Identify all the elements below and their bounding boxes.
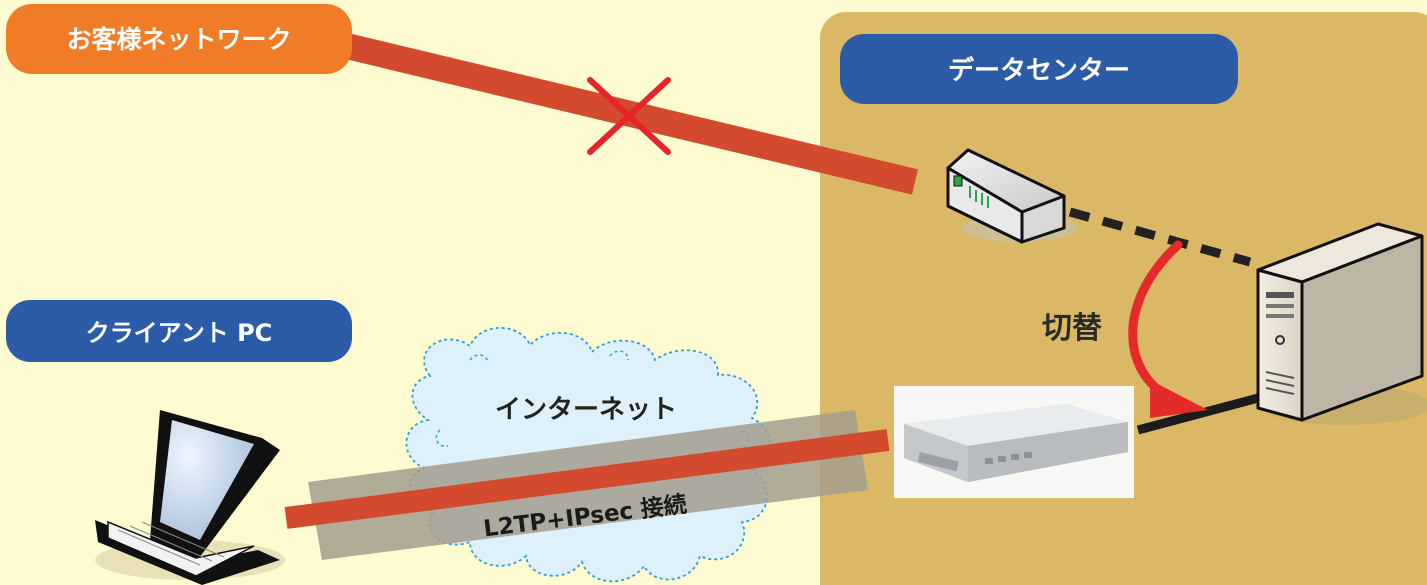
server-icon [1256,222,1427,425]
laptop-icon [95,410,285,585]
datacenter-badge: データセンター [840,34,1238,104]
client-pc-badge: クライアント PC [6,300,352,362]
tunnel-link-line [284,429,890,529]
switch-label: 切替 [1042,311,1102,346]
cross-mark-icon [587,77,671,155]
switch-arrow-icon [1128,240,1208,418]
client-pc-label: クライアント PC [86,319,273,347]
customer-network-badge: お客様ネットワーク [6,4,352,74]
vpn-router-icon [894,386,1134,498]
active-link-line [1136,392,1264,435]
datacenter-label: データセンター [948,55,1130,86]
router-icon [946,148,1078,244]
internet-label: インターネット [495,395,677,425]
customer-network-label: お客様ネットワーク [66,25,291,54]
standby-link-line [1068,207,1252,267]
